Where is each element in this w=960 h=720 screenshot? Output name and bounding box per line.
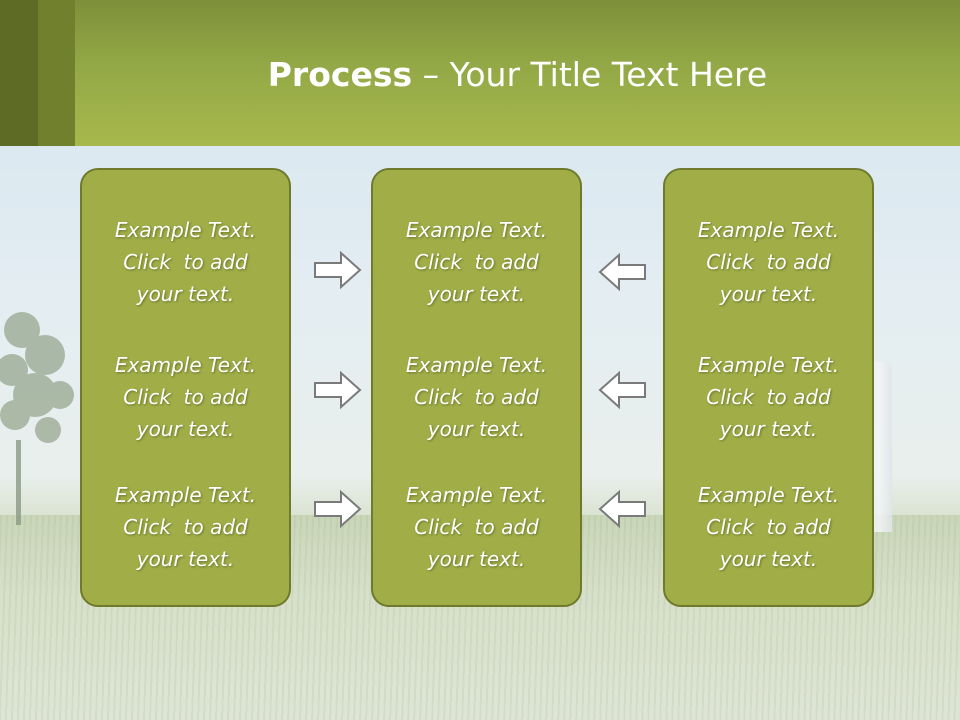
text-line: your text. <box>719 282 818 306</box>
text-line: Click to add <box>414 385 539 409</box>
text-line: your text. <box>427 417 526 441</box>
process-box-right[interactable]: Example Text. Click to add your text. Ex… <box>663 168 874 607</box>
text-block[interactable]: Example Text. Click to add your text. <box>373 214 580 310</box>
text-block[interactable]: Example Text. Click to add your text. <box>82 214 289 310</box>
left-arrow-icon <box>598 370 646 410</box>
right-arrow-icon <box>314 489 362 529</box>
process-box-left[interactable]: Example Text. Click to add your text. Ex… <box>80 168 291 607</box>
process-box-center[interactable]: Example Text. Click to add your text. Ex… <box>371 168 582 607</box>
text-line: Example Text. <box>114 218 257 242</box>
text-line: your text. <box>136 547 235 571</box>
text-line: Click to add <box>706 515 831 539</box>
text-line: Click to add <box>123 250 248 274</box>
text-line: Click to add <box>706 385 831 409</box>
text-line: Example Text. <box>114 353 257 377</box>
text-line: Click to add <box>414 515 539 539</box>
text-block[interactable]: Example Text. Click to add your text. <box>373 479 580 575</box>
tree-graphic <box>0 312 74 525</box>
text-block[interactable]: Example Text. Click to add your text. <box>665 349 872 445</box>
text-block[interactable]: Example Text. Click to add your text. <box>665 479 872 575</box>
right-arrow-icon <box>314 370 362 410</box>
text-block[interactable]: Example Text. Click to add your text. <box>82 479 289 575</box>
text-line: your text. <box>427 282 526 306</box>
text-line: Example Text. <box>405 353 548 377</box>
header-band: Process – Your Title Text Here <box>0 0 960 146</box>
left-arrow-icon <box>598 489 646 529</box>
text-block[interactable]: Example Text. Click to add your text. <box>665 214 872 310</box>
title-rest: – Your Title Text Here <box>412 55 768 94</box>
header-stripe-mid <box>38 0 75 146</box>
left-arrow-icon <box>598 252 646 292</box>
slide-title[interactable]: Process – Your Title Text Here <box>75 52 960 98</box>
text-line: Example Text. <box>697 218 840 242</box>
text-line: Click to add <box>123 385 248 409</box>
header-stripe-dark <box>0 0 38 146</box>
text-line: Example Text. <box>405 483 548 507</box>
text-block[interactable]: Example Text. Click to add your text. <box>82 349 289 445</box>
title-bold: Process <box>267 55 413 94</box>
text-line: your text. <box>136 417 235 441</box>
text-line: your text. <box>136 282 235 306</box>
text-line: your text. <box>719 547 818 571</box>
text-line: Example Text. <box>114 483 257 507</box>
text-line: Example Text. <box>405 218 548 242</box>
text-line: Click to add <box>414 250 539 274</box>
text-line: Example Text. <box>697 483 840 507</box>
text-line: Example Text. <box>697 353 840 377</box>
text-line: Click to add <box>123 515 248 539</box>
right-arrow-icon <box>314 250 362 290</box>
text-line: your text. <box>719 417 818 441</box>
text-block[interactable]: Example Text. Click to add your text. <box>373 349 580 445</box>
text-line: your text. <box>427 547 526 571</box>
text-line: Click to add <box>706 250 831 274</box>
